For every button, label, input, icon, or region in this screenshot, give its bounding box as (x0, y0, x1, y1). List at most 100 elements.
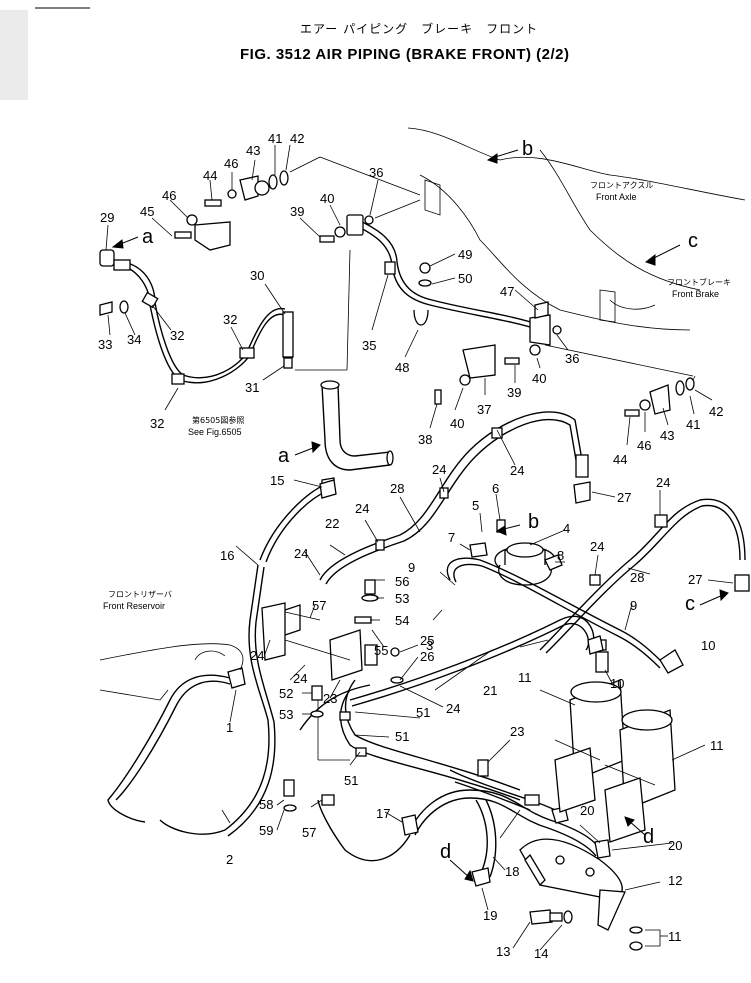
pipe-23 (449, 759, 561, 813)
leader-lines (105, 144, 734, 951)
part-number: 53 (395, 591, 409, 606)
part-number: 9 (408, 560, 415, 575)
pipe-18 (317, 789, 611, 887)
ref-letter-a-1: a (142, 226, 154, 248)
part-number: 1 (226, 720, 233, 735)
bracket-37 (434, 344, 541, 405)
ref-letter-c-2: c (685, 593, 695, 615)
part-number: 51 (395, 729, 409, 744)
part-number: 39 (290, 204, 304, 219)
part-number: 46 (162, 188, 176, 203)
scan-noise (0, 7, 90, 100)
pipes-51 (299, 679, 521, 801)
part-number-labels: 29 45 46 44 46 43 41 42 36 39 40 30 32 3… (98, 131, 724, 961)
part-number: 44 (613, 452, 627, 467)
part-number: 46 (224, 156, 238, 171)
part-number: 40 (450, 416, 464, 431)
part-number: 10 (610, 676, 624, 691)
relay-valve-4 (469, 519, 563, 586)
see-fig-label: See Fig.6505 (188, 427, 242, 437)
part-number: 24 (656, 475, 670, 490)
part-number: 51 (416, 705, 430, 720)
hose-24-upper (319, 411, 589, 585)
part-number: 14 (534, 946, 548, 961)
part-number: 41 (268, 131, 282, 146)
front-brake-label: Front Brake (672, 289, 719, 299)
part-number: 34 (127, 332, 141, 347)
part-number: 45 (140, 204, 154, 219)
part-number: 6 (492, 481, 499, 496)
part-number: 29 (100, 210, 114, 225)
pipe-9 (446, 557, 684, 674)
part-number: 20 (580, 803, 594, 818)
pipe-21 (349, 615, 595, 707)
ref-letter-b-2: b (528, 511, 539, 533)
part-number: 23 (510, 724, 524, 739)
reference-letters: a a b b c c d d (142, 138, 698, 863)
part-number: 30 (250, 268, 264, 283)
part-number: 24 (293, 671, 307, 686)
brake-chambers-11 (554, 639, 676, 843)
part-number: 24 (590, 539, 604, 554)
part-number: 52 (279, 686, 293, 701)
part-number: 24 (355, 501, 369, 516)
part-number: 44 (203, 168, 217, 183)
part-number: 11 (668, 929, 682, 944)
part-number: 57 (302, 825, 316, 840)
fittings-misc (319, 479, 604, 655)
part-number: 54 (395, 613, 409, 628)
bracket-assembly-top (174, 156, 421, 251)
part-number: 37 (477, 402, 491, 417)
ref-letter-c-1: c (688, 230, 698, 252)
part-number: 3 (426, 638, 433, 653)
title-japanese: エアー パイピング ブレーキ フロント (300, 22, 539, 36)
ref-letter-d-2: d (643, 826, 654, 848)
reference-arrows (111, 149, 729, 882)
part-number: 55 (374, 643, 388, 658)
part-number: 27 (688, 572, 702, 587)
part-number: 39 (507, 385, 521, 400)
part-number: 24 (510, 463, 524, 478)
ref-letter-b-1: b (522, 138, 533, 160)
part-number: 20 (668, 838, 682, 853)
part-number: 8 (557, 548, 564, 563)
fitting-27 (573, 481, 591, 504)
part-number: 18 (505, 864, 519, 879)
part-number: 17 (376, 806, 390, 821)
front-reservoir-label-jp: フロントリザーバ (108, 590, 172, 599)
front-brake-label-jp: フロントブレーキ (667, 277, 731, 287)
bracket-57 (269, 579, 404, 684)
part-number: 2 (226, 852, 233, 867)
part-number: 24 (250, 648, 264, 663)
part-number: 40 (532, 371, 546, 386)
part-number: 23 (323, 691, 337, 706)
part-number: 36 (565, 351, 579, 366)
part-number: 35 (362, 338, 376, 353)
front-reservoir (99, 643, 244, 701)
see-fig-label-jp: 第6505図参照 (192, 415, 244, 425)
part-number: 38 (418, 432, 432, 447)
part-number: 40 (320, 191, 334, 206)
pipe-2 (107, 667, 246, 823)
pipe-35 (295, 199, 551, 371)
part-number: 42 (290, 131, 304, 146)
front-reservoir-label: Front Reservoir (103, 601, 165, 611)
part-number: 11 (710, 738, 724, 753)
part-number: 5 (472, 498, 479, 513)
pipe-assembly-upper-left (99, 249, 294, 385)
pipe-see-fig-6505 (320, 380, 394, 471)
part-number: 22 (325, 516, 339, 531)
part-number: 24 (294, 546, 308, 561)
part-number: 9 (630, 598, 637, 613)
part-number: 33 (98, 337, 112, 352)
part-number: 24 (432, 462, 446, 477)
part-number: 51 (344, 773, 358, 788)
bolt-13 (529, 909, 668, 951)
part-number: 46 (637, 438, 651, 453)
part-number: 27 (617, 490, 631, 505)
pipe-16 (159, 564, 276, 837)
part-number: 43 (246, 143, 260, 158)
part-number: 32 (150, 416, 164, 431)
part-number: 12 (668, 873, 682, 888)
